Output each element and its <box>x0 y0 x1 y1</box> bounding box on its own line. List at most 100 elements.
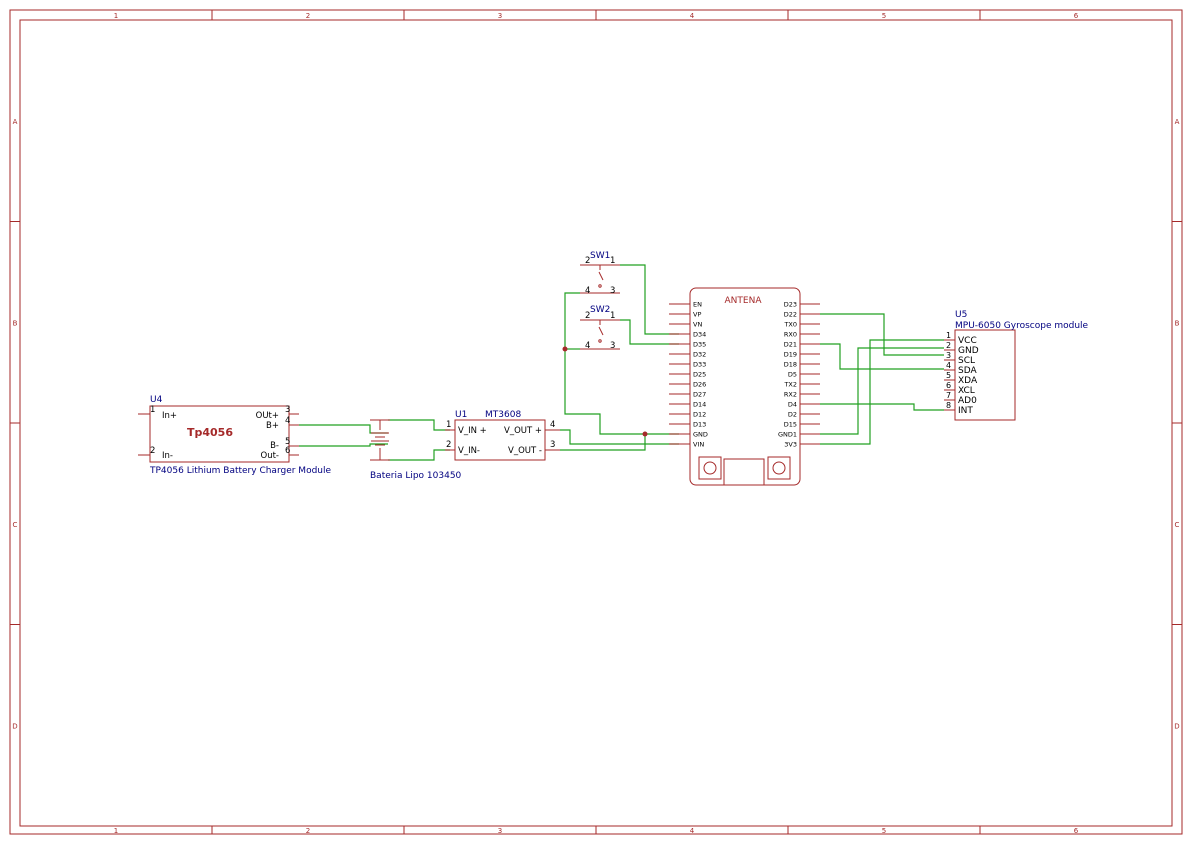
u1-pin-vin-minus: V_IN- <box>458 446 480 456</box>
sw2-pin-num: 4 <box>585 341 590 351</box>
wire-d4-int <box>820 403 944 411</box>
frame-col-label: 6 <box>1074 12 1079 20</box>
u5-pin-num: 6 <box>946 381 951 390</box>
esp32-pin-d34: D34 <box>693 331 706 339</box>
tp4056-module[interactable]: U4 Tp4056 TP4056 Lithium Battery Charger… <box>138 395 331 476</box>
frame-col-label: 5 <box>882 827 886 835</box>
u4-pin-num: 4 <box>285 416 290 426</box>
frame-row-label: D <box>1174 722 1179 730</box>
esp32-pin-3v3: 3V3 <box>784 441 797 449</box>
mpu6050-module[interactable]: U5 MPU-6050 Gyroscope module 1VCC2GND3SC… <box>944 310 1089 421</box>
u1-pin-num: 4 <box>550 420 555 430</box>
junction-dot <box>562 346 568 352</box>
u4-pin-num: 1 <box>150 405 155 415</box>
frame-row-label: C <box>1175 521 1180 529</box>
u1-ref: U1 <box>455 410 467 420</box>
usb-connector <box>723 458 765 486</box>
u4-description: TP4056 Lithium Battery Charger Module <box>149 466 331 476</box>
esp32-pin-tx2: TX2 <box>783 381 797 389</box>
u1-pin-vout-plus: V_OUT + <box>504 426 542 436</box>
u5-pin-gnd: GND <box>958 346 979 356</box>
frame-col-label: 6 <box>1074 827 1079 835</box>
frame-col-label: 3 <box>498 12 502 20</box>
esp32-pin-d5: D5 <box>788 371 797 379</box>
switch-sw1[interactable]: SW1 2 1 4 3 <box>580 251 620 296</box>
frame-col-label: 1 <box>114 12 118 20</box>
frame-row-label: B <box>1175 319 1180 327</box>
esp32-pin-vin: VIN <box>693 441 704 449</box>
u4-pin-num: 2 <box>150 446 155 456</box>
wire-sw1-d34 <box>620 264 679 335</box>
sw1-ref: SW1 <box>590 251 610 261</box>
esp32-pin-rx2: RX2 <box>784 391 797 399</box>
battery[interactable]: Bateria Lipo 103450 <box>370 419 462 481</box>
esp32-pin-d27: D27 <box>693 391 706 399</box>
junction-dot <box>642 431 648 437</box>
sw1-pin-num: 3 <box>610 286 615 296</box>
esp32-pin-d18: D18 <box>784 361 797 369</box>
button-boot <box>767 456 791 480</box>
u5-pin-scl: SCL <box>958 356 975 366</box>
esp32-pin-d2: D2 <box>788 411 797 419</box>
esp32-pin-d4: D4 <box>788 401 797 409</box>
wire-vout-minus <box>560 433 679 451</box>
sw2-ref: SW2 <box>590 305 610 315</box>
u1-pin-vout-minus: V_OUT - <box>508 446 542 456</box>
wire-gnd-bus <box>564 292 645 435</box>
u5-pin-num: 3 <box>946 351 951 360</box>
esp32-pin-d35: D35 <box>693 341 706 349</box>
esp32-pin-d26: D26 <box>693 381 706 389</box>
frame-row-label: B <box>13 319 18 327</box>
battery-label: Bateria Lipo 103450 <box>370 471 462 481</box>
u5-pin-xda: XDA <box>958 376 978 386</box>
u5-pin-num: 5 <box>946 371 951 380</box>
frame-ticks <box>10 10 1182 834</box>
esp32-pin-d32: D32 <box>693 351 706 359</box>
u5-pin-num: 8 <box>946 401 951 410</box>
inner-border <box>19 19 1173 827</box>
esp32-pin-d14: D14 <box>693 401 706 409</box>
u4-pin-num: 5 <box>285 437 290 447</box>
mt3608-module[interactable]: U1 MT3608 1 V_IN + 2 V_IN- 4 V_OUT + 3 V… <box>445 410 560 461</box>
sw2-pin-num: 1 <box>610 311 615 321</box>
switch-sw2[interactable]: SW2 2 1 4 3 <box>580 305 620 351</box>
esp32-pin-d12: D12 <box>693 411 706 419</box>
u4-pin-num: 6 <box>285 446 290 456</box>
esp32-devkit[interactable]: ANTENA ENVPVND34D35D32D33D25D26D27D14D12… <box>669 287 820 486</box>
u1-pin-num: 3 <box>550 440 555 450</box>
esp32-pin-d33: D33 <box>693 361 706 369</box>
esp32-pin-en: EN <box>693 301 702 309</box>
u4-pin-in-plus: In+ <box>162 411 177 421</box>
esp32-pin-d23: D23 <box>784 301 797 309</box>
esp32-pin-vp: VP <box>693 311 701 319</box>
outer-border <box>9 9 1183 835</box>
junctions <box>562 346 648 437</box>
u5-pin-num: 4 <box>946 361 951 370</box>
u4-pin-out-plus: OUt+ <box>256 411 279 421</box>
wire-battery-vin-plus <box>388 419 450 431</box>
frame-col-label: 4 <box>690 12 695 20</box>
frame-col-label: 2 <box>306 12 310 20</box>
esp32-pin-gnd: GND <box>693 431 708 439</box>
u5-pin-xcl: XCL <box>958 386 975 396</box>
wires <box>299 264 944 461</box>
u1-pin-num: 2 <box>446 440 451 450</box>
esp32-antenna-label: ANTENA <box>725 296 763 306</box>
sw2-pin-num: 3 <box>610 341 615 351</box>
button-boot-circle <box>772 461 786 475</box>
esp32-pin-d13: D13 <box>693 421 706 429</box>
frame-row-label: A <box>1175 118 1180 126</box>
u5-pin-vcc: VCC <box>958 336 977 346</box>
sw2-pin-num: 2 <box>585 311 590 321</box>
wire-battery-vin-minus <box>388 449 450 461</box>
wire-gnd1-gnd <box>820 347 944 435</box>
wire-bminus-battery <box>299 443 388 447</box>
esp32-pin-d15: D15 <box>784 421 797 429</box>
u5-pin-ad0: AD0 <box>958 396 977 406</box>
u5-pin-num: 7 <box>946 391 951 400</box>
u1-pin-vin-plus: V_IN + <box>458 426 487 436</box>
esp32-right-pins: D23D22TX0RX0D21D19D18D5TX2RX2D4D2D15GND1… <box>778 301 820 449</box>
esp32-pin-rx0: RX0 <box>784 331 797 339</box>
esp32-pin-d22: D22 <box>784 311 797 319</box>
button-en-circle <box>703 461 717 475</box>
